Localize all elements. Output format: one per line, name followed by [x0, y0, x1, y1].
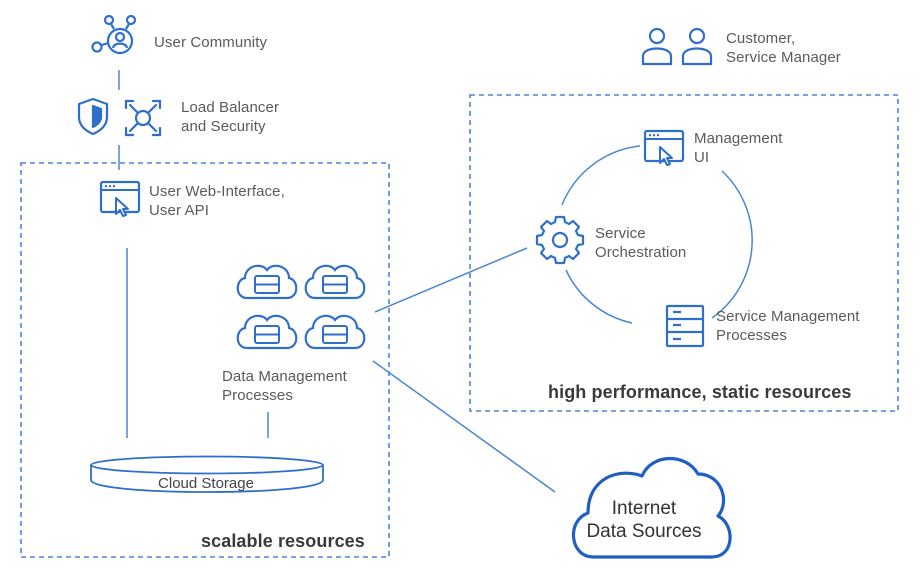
connector-dm-orchestration [374, 247, 528, 313]
cloud-outline-icon [572, 456, 732, 559]
orchestration-cycle [561, 145, 753, 324]
service-orchestration-label: Service Orchestration [595, 225, 687, 261]
cloud-storage-label: Cloud Storage [158, 475, 254, 492]
management-browser-icon [643, 129, 685, 167]
cloud-server-icon [236, 264, 366, 350]
shield-icon [77, 97, 109, 136]
management-ui-label: Management UI [694, 130, 783, 166]
web-interface-label: User Web-Interface, User API [149, 183, 285, 219]
storage-disk-icon [90, 455, 324, 493]
network-expand-icon [124, 99, 162, 137]
high-performance-region-title: high performance, static resources [548, 382, 852, 402]
scalable-region [20, 162, 390, 558]
gear-icon [535, 215, 585, 265]
load-balancer-label: Load Balancer and Security [181, 99, 280, 135]
user-network-icon [91, 14, 137, 55]
connector-dm-internet [372, 360, 556, 493]
two-users-icon [641, 27, 713, 66]
scalable-region-title: scalable resources [201, 531, 365, 551]
customer-label: Customer, Service Manager [726, 30, 841, 66]
data-management-label: Data Management Processes [222, 368, 347, 404]
service-management-label: Service Management Processes [716, 308, 860, 344]
server-stack-icon [665, 304, 705, 348]
internet-label: Internet Data Sources [586, 498, 702, 542]
browser-click-icon [99, 180, 141, 218]
user-community-label: User Community [154, 34, 268, 51]
high-performance-region [469, 94, 899, 412]
